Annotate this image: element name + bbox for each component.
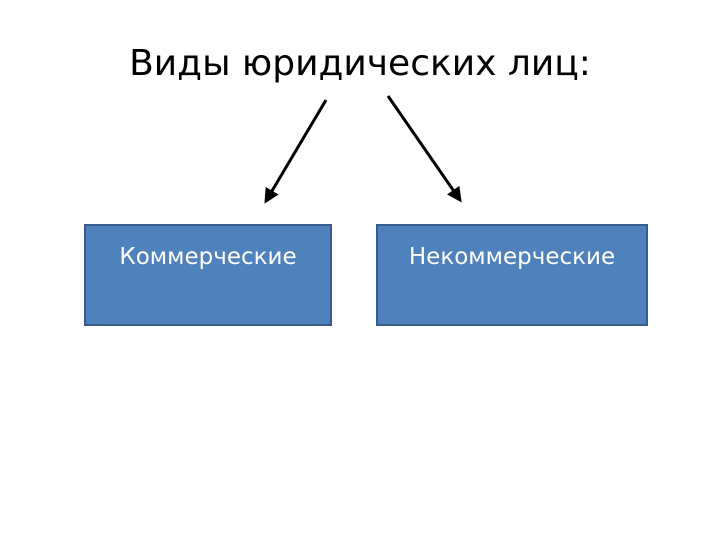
box-commercial: Коммерческие [84,224,332,326]
slide-title: Виды юридических лиц: [129,43,591,84]
box-noncommercial: Некоммерческие [376,224,648,326]
box-noncommercial-label: Некоммерческие [408,244,616,270]
box-commercial-label: Коммерческие [119,244,297,270]
arrow-left [264,99,328,204]
arrow-right [386,95,462,203]
